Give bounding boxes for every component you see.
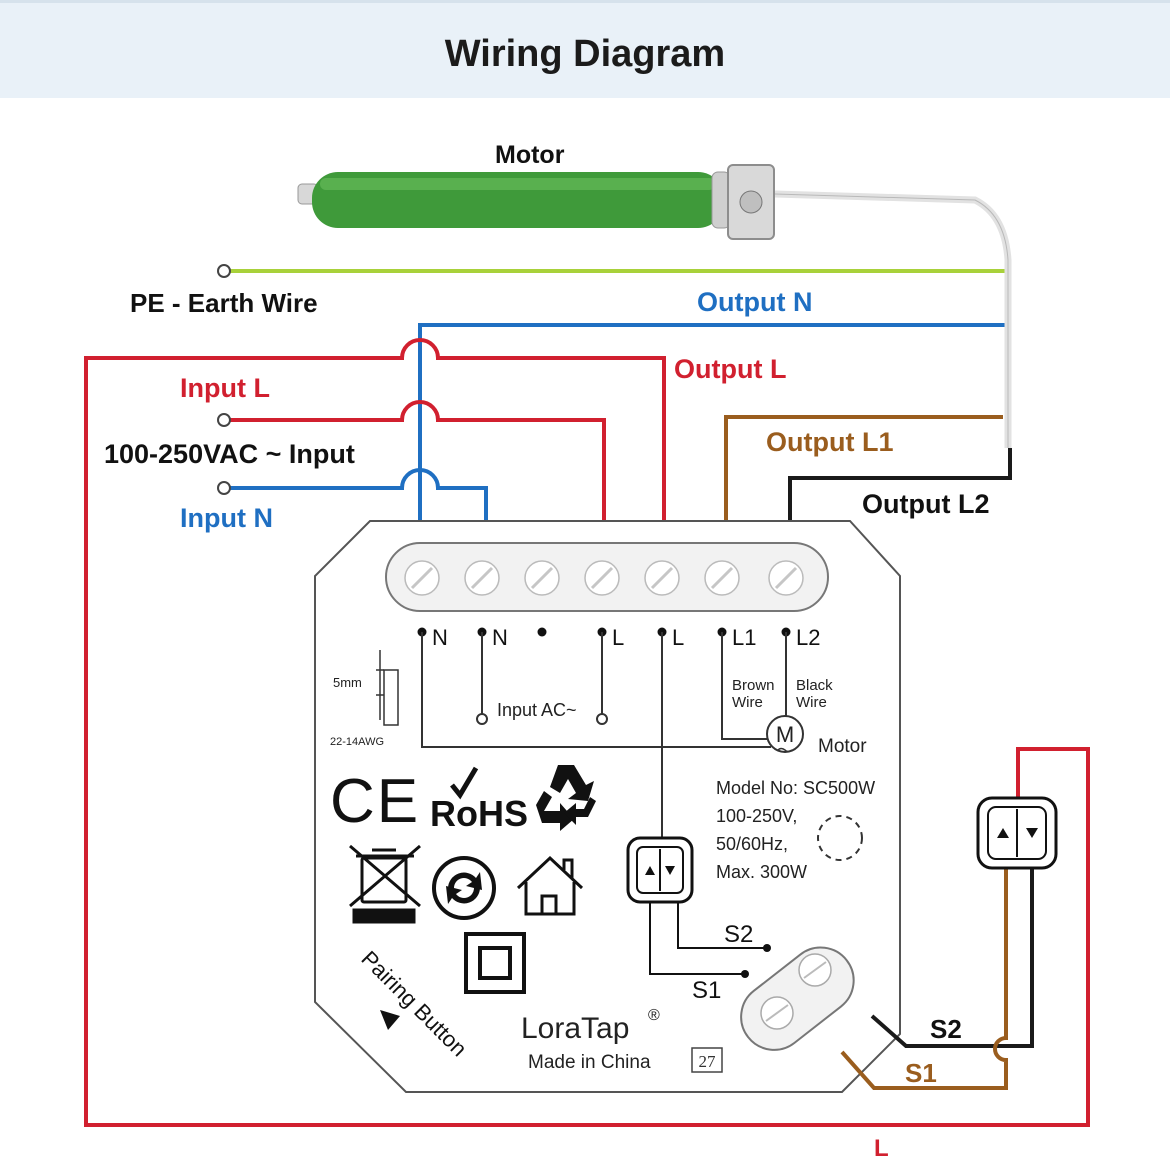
black-wire-label-2: Wire [796, 694, 827, 711]
output-l2-label: Output L2 [862, 489, 989, 519]
black-wire-label-1: Black [796, 677, 833, 694]
s-terminal-block [740, 946, 855, 1051]
model-number: Model No: SC500W [716, 778, 875, 798]
weee-bin-icon [349, 844, 421, 924]
indoor-use-icon [516, 855, 584, 916]
made-in-label: Made in China [528, 1052, 651, 1073]
device-s2-label: S2 [724, 921, 753, 948]
output-n-label: Output N [697, 287, 812, 317]
l-wire-label: L [874, 1135, 889, 1162]
ce-mark: CE [330, 767, 420, 836]
pairing-arrow-icon [380, 1010, 400, 1030]
page-title: Wiring Diagram [444, 33, 726, 75]
awg-label: 22-14AWG [330, 736, 384, 748]
rohs-check-icon [450, 766, 479, 800]
input-l-wire [224, 400, 606, 520]
output-l2-wire [788, 448, 1012, 520]
terminal-label: L1 [732, 625, 756, 650]
terminal-label: N [492, 625, 508, 650]
terminal-screws [404, 560, 804, 596]
input-n-label: Input N [180, 503, 273, 533]
terminal-label: L2 [796, 625, 820, 650]
motor-cable [774, 190, 1012, 448]
terminal-dot [537, 627, 547, 637]
code-label: 27 [699, 1052, 717, 1071]
tubular-motor [297, 164, 775, 240]
output-l-wire [84, 338, 1090, 1127]
double-insulation-icon [464, 932, 526, 994]
motor-symbol [766, 715, 804, 753]
code-box [691, 1047, 723, 1073]
output-l1-wire [724, 415, 1003, 520]
earth-terminal [217, 264, 231, 278]
controller-body [314, 520, 901, 1093]
device-s1-label: S1 [692, 977, 721, 1004]
pe-earth-label: PE - Earth Wire [130, 288, 318, 318]
device-motor-label: Motor [818, 736, 867, 757]
terminal-labels: N N L L L1 L2 [417, 625, 820, 650]
s1-wire [840, 866, 1008, 1090]
green-dot-icon [432, 856, 496, 920]
input-l-terminal [217, 413, 231, 427]
strip-length-gauge: 5mm 22-14AWG [330, 650, 399, 748]
terminal-label: L [672, 625, 684, 650]
rohs-mark: RoHS [430, 793, 528, 834]
input-l-label: Input L [180, 373, 270, 403]
strip-length-label: 5mm [333, 675, 362, 690]
registered-mark: ® [648, 1007, 660, 1024]
input-voltage-label: 100-250VAC ~ Input [104, 439, 355, 469]
output-n-wire [418, 323, 1010, 520]
terminal-label: L [612, 625, 624, 650]
input-n-terminal [217, 481, 231, 495]
power-spec: Max. 300W [716, 862, 807, 882]
motor-label: Motor [495, 141, 565, 169]
motor-symbol-letter: M [776, 722, 794, 747]
s1-wire-label: S1 [905, 1058, 937, 1088]
brown-wire-label-1: Brown [732, 677, 775, 694]
output-l-label: Output L [674, 354, 786, 384]
wall-switch-icon [976, 796, 1058, 870]
input-ac-label: Input AC~ [497, 700, 577, 720]
brown-wire-label-2: Wire [732, 694, 763, 711]
frequency-spec: 50/60Hz, [716, 834, 788, 854]
s2-wire-label: S2 [930, 1014, 962, 1044]
brand-logo: LoraTap [521, 1012, 629, 1045]
voltage-spec: 100-250V, [716, 806, 797, 826]
header-banner: Wiring Diagram [0, 0, 1170, 98]
terminal-label: N [432, 625, 448, 650]
dashed-circle-marker [817, 815, 863, 861]
recycle-icon [536, 765, 596, 831]
switch-icon [626, 836, 694, 904]
output-l1-label: Output L1 [766, 427, 893, 457]
s2-wire [870, 866, 1034, 1048]
input-n-wire [224, 468, 488, 520]
